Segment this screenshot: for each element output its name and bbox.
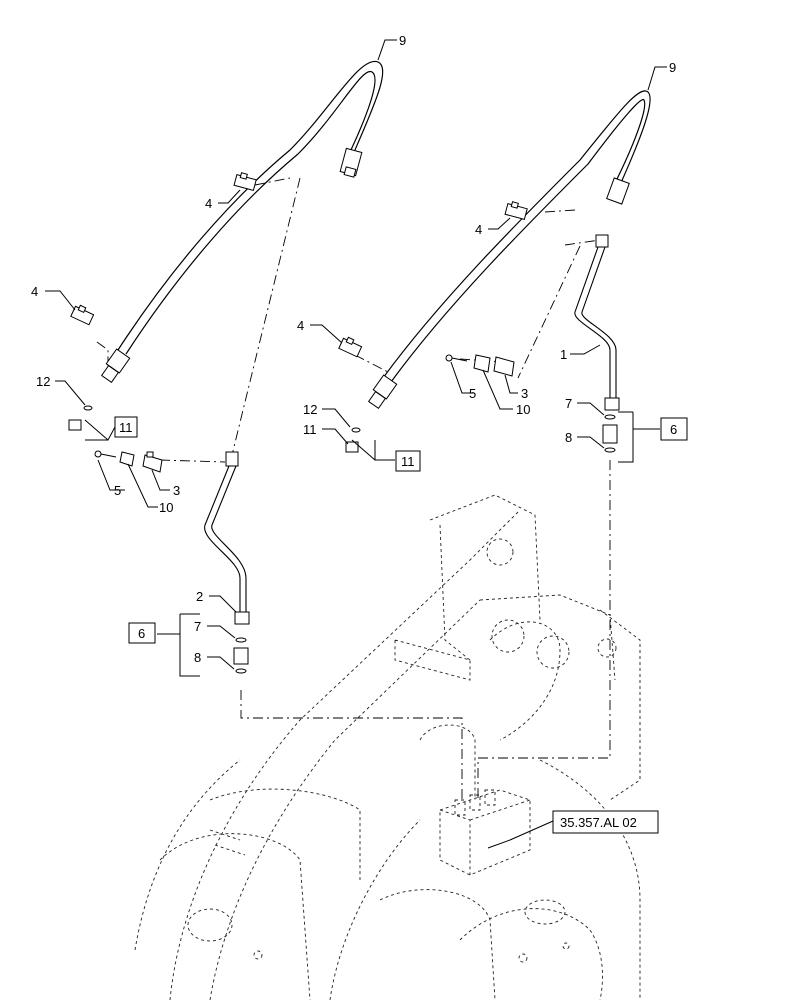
callout-clip-right-upper: 4 (475, 222, 482, 237)
callout-bolt-left: 5 (114, 483, 121, 498)
callout-adapter-right: 8 (565, 430, 572, 445)
hose-left (100, 60, 384, 384)
callout-bolt-right: 5 (469, 386, 476, 401)
svg-text:6: 6 (670, 422, 677, 437)
clamp-set-left (94, 450, 163, 473)
callout-clamp-right: 3 (521, 386, 528, 401)
boxed-ref-kit-left: 11 (114, 416, 138, 438)
callout-clamp-left: 3 (173, 483, 180, 498)
svg-text:6: 6 (138, 626, 145, 641)
callout-clip-left-lower: 4 (31, 284, 38, 299)
boxed-ref-group-left: 6 (128, 622, 156, 644)
pipe-left (204, 451, 250, 625)
callout-oring-right: 7 (565, 396, 572, 411)
callout-adapter-left: 8 (194, 650, 201, 665)
callout-labels: 9 9 4 4 4 4 12 12 11 5 5 10 10 3 3 2 1 7… (31, 33, 676, 665)
fittings-left (233, 637, 249, 674)
svg-text:11: 11 (119, 420, 133, 435)
callout-hose-right: 9 (669, 60, 676, 75)
svg-text:11: 11 (401, 454, 415, 469)
loader-arm-frame (134, 494, 641, 1000)
fittings-right (602, 414, 618, 453)
clips (70, 172, 528, 358)
callout-pipe-right: 1 (560, 347, 567, 362)
callout-bracket-right: 10 (516, 402, 530, 417)
callout-cap-right: 11 (303, 422, 317, 437)
control-valve-block (439, 789, 531, 876)
clamp-set-right (445, 354, 515, 377)
callout-fitting-left: 12 (36, 374, 50, 389)
routing-lines (96, 177, 611, 800)
small-parts-right (345, 427, 361, 453)
callout-fitting-right: 12 (303, 402, 317, 417)
callout-oring-left: 7 (194, 619, 201, 634)
callout-pipe-left: 2 (196, 589, 203, 604)
callout-clip-left-upper: 4 (205, 196, 212, 211)
boxed-ref-kit-right: 11 (395, 450, 421, 472)
cross-reference-link[interactable]: 35.357.AL 02 (552, 810, 659, 834)
hose-right (367, 90, 651, 410)
svg-text:35.357.AL 02: 35.357.AL 02 (560, 815, 637, 830)
small-parts-left (68, 405, 93, 431)
callout-hose-left: 9 (399, 33, 406, 48)
callout-clip-right-lower: 4 (297, 318, 304, 333)
callout-bracket-left: 10 (159, 500, 173, 515)
boxed-ref-group-right: 6 (660, 417, 688, 441)
pipe-right (574, 234, 620, 411)
leader-lines (45, 39, 667, 849)
